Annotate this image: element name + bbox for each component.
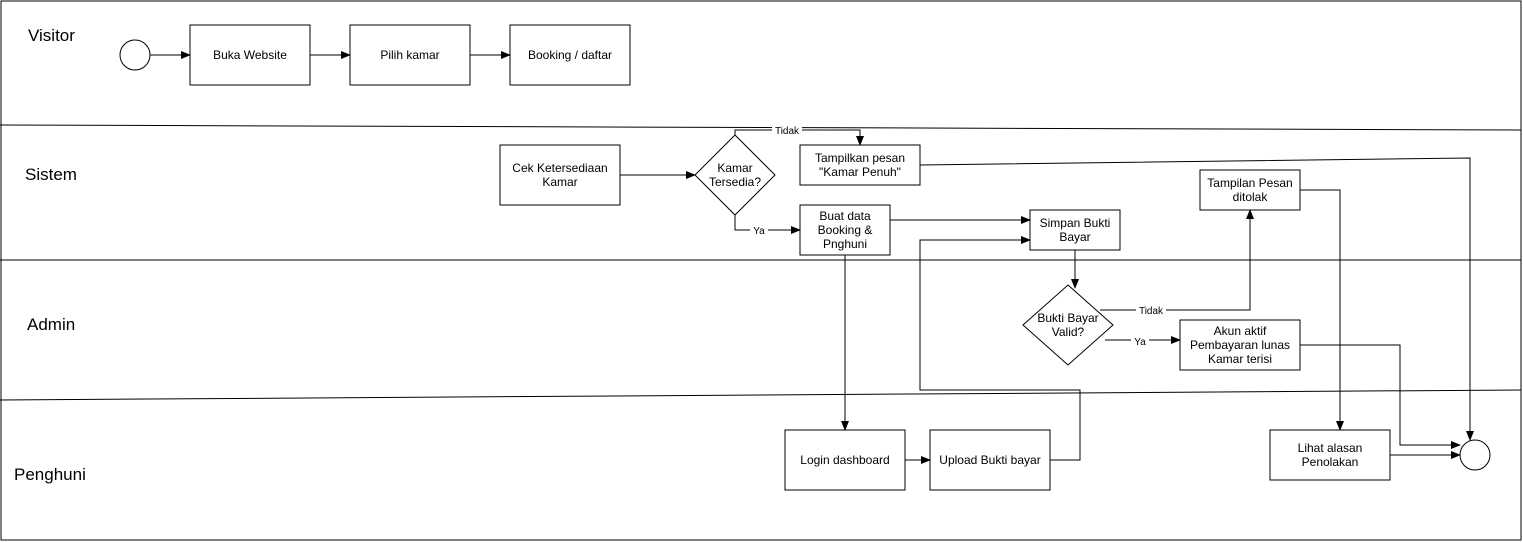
decision-bukti-valid bbox=[1022, 284, 1114, 366]
node-label-line: "Kamar Penuh" bbox=[819, 165, 901, 179]
label-upload-bukti: Upload Bukti bayar bbox=[939, 453, 1040, 467]
node-label-line: ditolak bbox=[1233, 190, 1269, 204]
node-label-line: Kamar bbox=[717, 161, 752, 175]
label-buka-website: Buka Website bbox=[213, 48, 287, 62]
edge-ya-to-buat-data bbox=[734, 215, 801, 234]
node-label-line: Valid? bbox=[1052, 325, 1085, 339]
node-label-line: Penolakan bbox=[1302, 455, 1359, 469]
node-label-line: Pnghuni bbox=[823, 237, 867, 251]
action-login-dashboard bbox=[784, 429, 906, 491]
action-lihat-alasan bbox=[1269, 429, 1391, 481]
edge-label-tidak-kamar: Tidak bbox=[775, 126, 800, 137]
node-label-line: Kamar bbox=[542, 175, 577, 189]
edge-tampilkan-to-end bbox=[919, 157, 1474, 441]
label-tampilkan-pesan: Tampilkan pesan"Kamar Penuh" bbox=[815, 151, 905, 179]
lane-divider-visitor-sistem bbox=[0, 124, 1522, 131]
edge-label-bg-ya-kamar bbox=[750, 224, 768, 236]
node-label-line: Booking & bbox=[818, 223, 873, 237]
edge-label-tidak-bukti: Tidak bbox=[1139, 306, 1164, 317]
lane-label-penghuni: Penghuni bbox=[14, 465, 86, 484]
lane-divider-admin-penghuni bbox=[0, 389, 1522, 401]
action-akun-aktif bbox=[1179, 319, 1301, 371]
edge-label-bg-ya-bukti bbox=[1131, 335, 1149, 347]
label-booking-daftar: Booking / daftar bbox=[528, 48, 612, 62]
node-label-line: Lihat alasan bbox=[1298, 441, 1363, 455]
action-simpan-bukti bbox=[1029, 209, 1121, 251]
node-label-line: Buat data bbox=[819, 209, 871, 223]
node-label-line: Pembayaran lunas bbox=[1190, 338, 1290, 352]
lane-label-admin: Admin bbox=[27, 315, 75, 334]
label-pilih-kamar: Pilih kamar bbox=[380, 48, 439, 62]
node-label-line: Booking / daftar bbox=[528, 48, 612, 62]
action-booking-daftar bbox=[509, 24, 631, 86]
edge-label-ya-bukti: Ya bbox=[1134, 337, 1146, 348]
node-label-line: Simpan Bukti bbox=[1040, 216, 1111, 230]
node-label-line: Tampilkan pesan bbox=[815, 151, 905, 165]
lane-label-sistem: Sistem bbox=[25, 165, 77, 184]
edge-label-bg-tidak-kamar bbox=[772, 124, 802, 136]
start-node bbox=[119, 39, 151, 71]
lane-label-visitor: Visitor bbox=[28, 26, 75, 45]
edge-upload-to-simpan bbox=[919, 236, 1081, 461]
edge-akun-to-end bbox=[1300, 344, 1461, 449]
node-label-line: Upload Bukti bayar bbox=[939, 453, 1040, 467]
node-label-line: Buka Website bbox=[213, 48, 287, 62]
node-label-line: Tampilan Pesan bbox=[1207, 176, 1292, 190]
node-label-line: Akun aktif bbox=[1214, 324, 1267, 338]
edge-label-bg-tidak-bukti bbox=[1136, 304, 1166, 316]
node-label-line: Cek Ketersediaan bbox=[512, 161, 607, 175]
node-label-line: Login dashboard bbox=[800, 453, 889, 467]
node-label-line: Pilih kamar bbox=[380, 48, 439, 62]
action-cek-ketersediaan bbox=[499, 144, 621, 206]
node-label-line: Bayar bbox=[1059, 230, 1090, 244]
action-upload-bukti bbox=[929, 429, 1051, 491]
edge-label-ya-kamar: Ya bbox=[753, 226, 765, 237]
label-login-dashboard: Login dashboard bbox=[800, 453, 889, 467]
node-label-line: Tersedia? bbox=[709, 175, 761, 189]
edge-ditolak-to-lihat-alasan bbox=[1300, 189, 1344, 431]
node-label-line: Bukti Bayar bbox=[1037, 311, 1098, 325]
action-tampilan-ditolak bbox=[1199, 169, 1301, 211]
node-label-line: Kamar terisi bbox=[1208, 352, 1272, 366]
end-node bbox=[1459, 439, 1491, 471]
